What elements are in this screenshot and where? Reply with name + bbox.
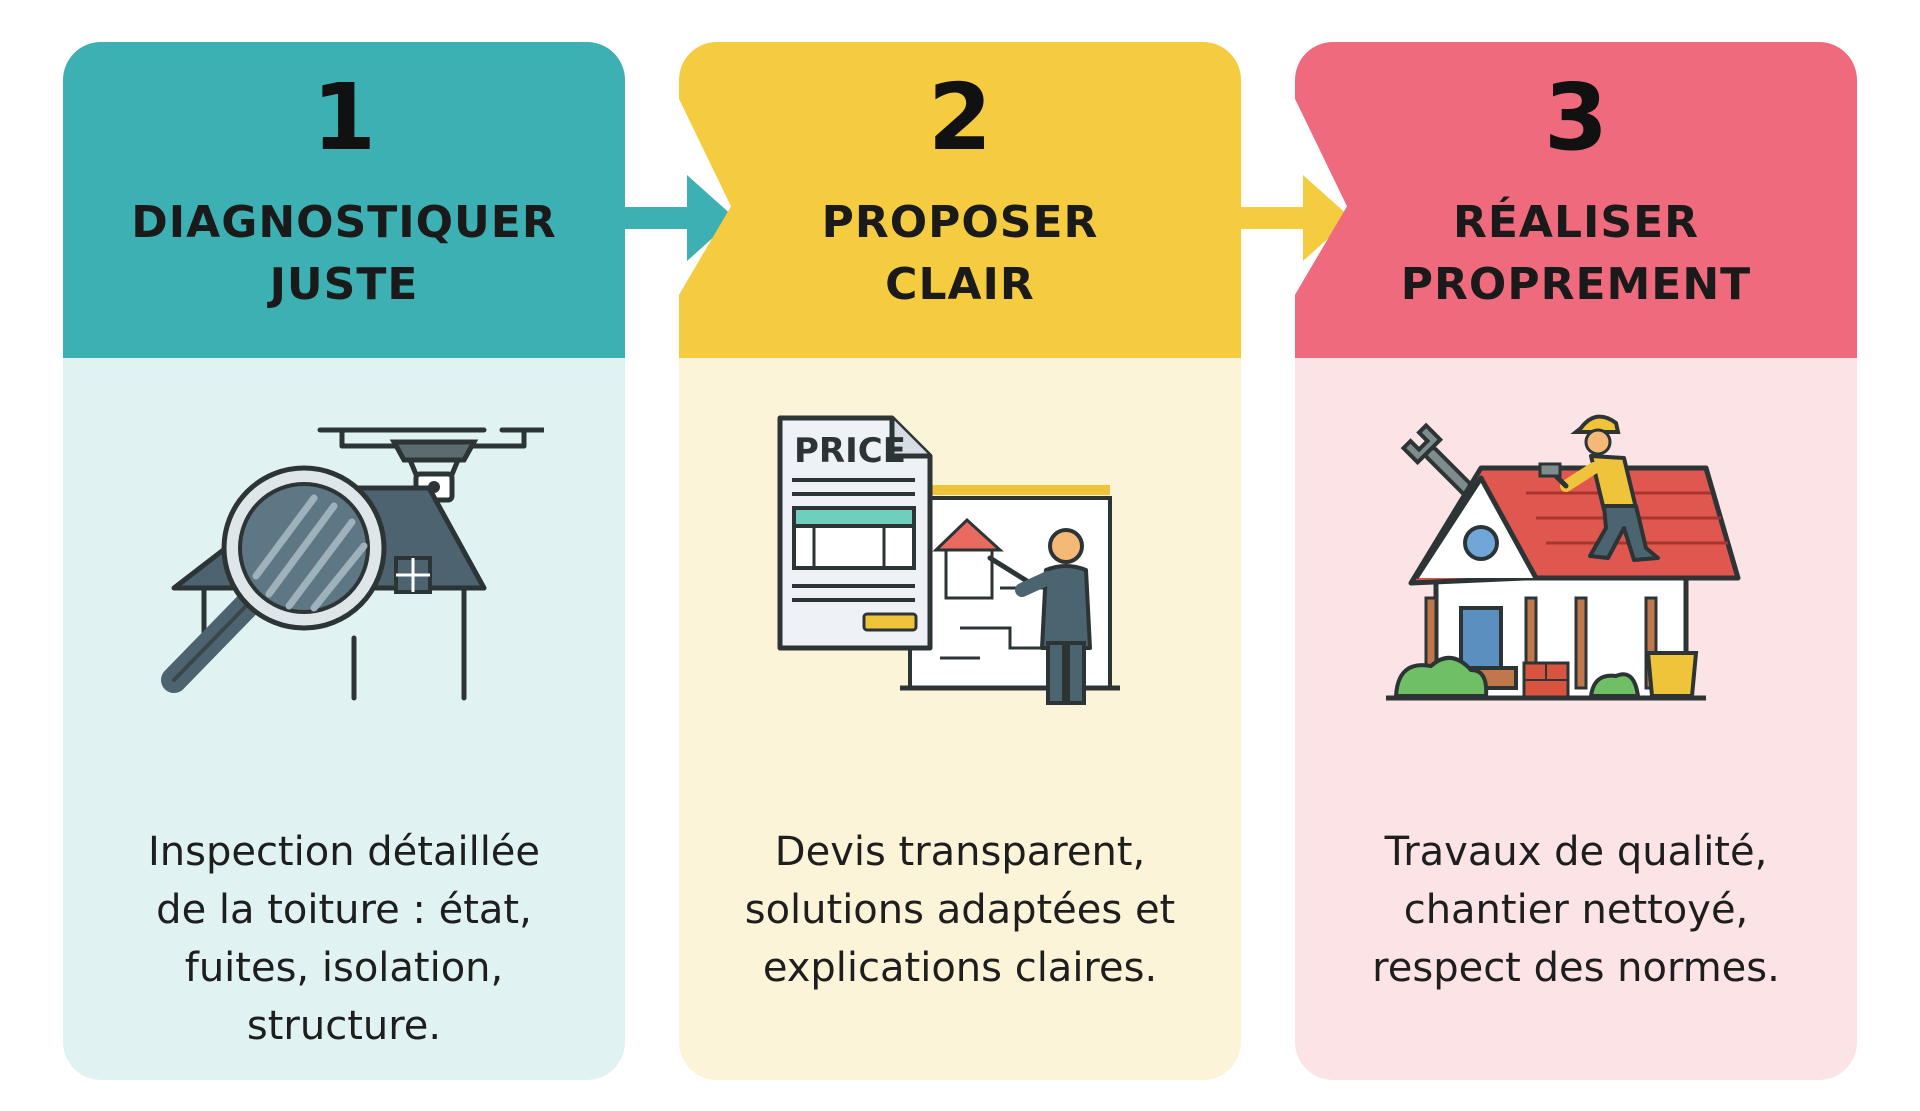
step-title-line: DIAGNOSTIQUER <box>131 197 557 248</box>
desc-line: de la toiture : état, <box>156 887 532 933</box>
desc-line: explications claires. <box>762 945 1158 991</box>
quote-document-presenter-icon: PRICE <box>760 398 1160 758</box>
step-title-line: JUSTE <box>269 259 419 310</box>
step-header-1: 1 DIAGNOSTIQUER JUSTE <box>63 42 625 358</box>
step-body-3: Travaux de qualité, chantier nettoyé, re… <box>1295 358 1857 1080</box>
desc-line: fuites, isolation, <box>184 945 504 991</box>
desc-line: Devis transparent, <box>774 829 1146 875</box>
roofer-house-wrench-icon <box>1376 398 1776 758</box>
arrow-right-icon <box>625 175 735 261</box>
step-number: 2 <box>927 64 992 171</box>
step-description: Travaux de qualité, chantier nettoyé, re… <box>1315 823 1837 997</box>
step-card-1: 1 DIAGNOSTIQUER JUSTE <box>63 42 625 1080</box>
step-title-line: CLAIR <box>885 259 1035 310</box>
desc-line: Travaux de qualité, <box>1384 829 1768 875</box>
step-title: PROPOSER CLAIR <box>679 192 1241 316</box>
step-description: Inspection détaillée de la toiture : éta… <box>83 823 605 1055</box>
step-body-1: Inspection détaillée de la toiture : éta… <box>63 358 625 1080</box>
step-description: Devis transparent, solutions adaptées et… <box>699 823 1221 997</box>
step-header-3: 3 RÉALISER PROPREMENT <box>1295 42 1857 358</box>
desc-line: respect des normes. <box>1372 945 1780 991</box>
step-number: 3 <box>1543 64 1608 171</box>
step-title-line: RÉALISER <box>1452 197 1700 248</box>
step-body-2: PRICE <box>679 358 1241 1080</box>
step-title: RÉALISER PROPREMENT <box>1295 192 1857 316</box>
step-header-2: 2 PROPOSER CLAIR <box>679 42 1241 358</box>
step-title: DIAGNOSTIQUER JUSTE <box>63 192 625 316</box>
magnifier-house-drone-icon <box>144 398 544 758</box>
step-card-3: 3 RÉALISER PROPREMENT <box>1295 42 1857 1080</box>
desc-line: structure. <box>246 1003 442 1049</box>
step-title-line: PROPREMENT <box>1400 259 1752 310</box>
price-label: PRICE <box>794 431 906 471</box>
step-number: 1 <box>311 64 376 171</box>
desc-line: Inspection détaillée <box>147 829 541 875</box>
desc-line: solutions adaptées et <box>744 887 1176 933</box>
desc-line: chantier nettoyé, <box>1403 887 1749 933</box>
arrow-right-icon <box>1241 175 1351 261</box>
step-title-line: PROPOSER <box>821 197 1099 248</box>
step-card-2: 2 PROPOSER CLAIR PRI <box>679 42 1241 1080</box>
